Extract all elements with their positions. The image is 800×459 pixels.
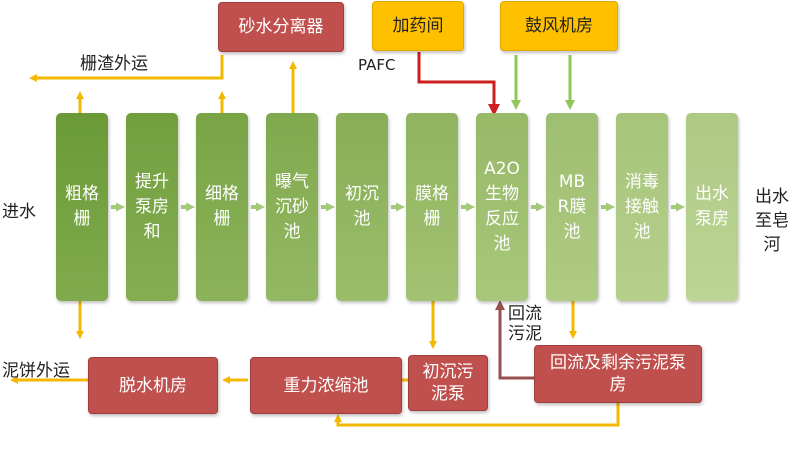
pafc-arrow [417,52,500,116]
primary-sludge-pump-box: 初沉污泥泵 [408,355,488,411]
pafc-label: PAFC [358,56,396,74]
stage-fine-screen: 细格栅 [196,113,248,301]
return-sludge-arrow [495,300,534,380]
outlet-label: 出水至皂河 [755,187,789,255]
stage-label: 初沉池 [345,184,379,229]
sludge-arrows [10,301,620,427]
screenings-label: 栅渣外运 [80,54,148,74]
stage-membrane-screen: 膜格栅 [406,113,458,301]
stage-label: A2O生物反应池 [484,159,520,254]
stage-label: 细格栅 [205,184,239,229]
stage-lift-pump: 提升泵房和 [126,113,178,301]
return-sludge-pump-box: 回流及剩余污泥泵房 [534,345,702,403]
stage-a2o-reactor: A2O生物反应池 [476,113,528,301]
stage-mbr-tank: MBR膜池 [546,113,598,301]
stage-outlet-pump: 出水泵房 [686,113,738,301]
stage-aerated-grit: 曝气沉砂池 [266,113,318,301]
dosing-room-box: 加药间 [372,1,464,51]
sludge-cake-label: 泥饼外运 [2,361,70,381]
stage-label: 膜格栅 [415,184,449,229]
stage-label: 出水泵房 [695,184,729,229]
stage-label: 提升泵房和 [135,171,169,242]
blower-arrows [511,55,575,110]
thickener-box: 重力浓缩池 [250,357,402,414]
stage-label: 曝气沉砂池 [275,171,309,242]
stage-primary-clarifier: 初沉池 [336,113,388,301]
return-flow-label: 回流污泥 [508,304,542,344]
stage-label: 消毒接触池 [625,171,659,242]
dewatering-box: 脱水机房 [88,357,218,414]
screenings-arrows [29,55,297,113]
grit-separator-box: 砂水分离器 [218,2,344,52]
stage-label: MBR膜池 [557,171,587,242]
stage-coarse-screen: 粗格栅 [56,113,108,301]
inlet-label: 进水 [2,202,36,222]
blower-room-box: 鼓风机房 [500,1,618,51]
stage-label: 粗格栅 [65,184,99,229]
stage-disinfection: 消毒接触池 [616,113,668,301]
